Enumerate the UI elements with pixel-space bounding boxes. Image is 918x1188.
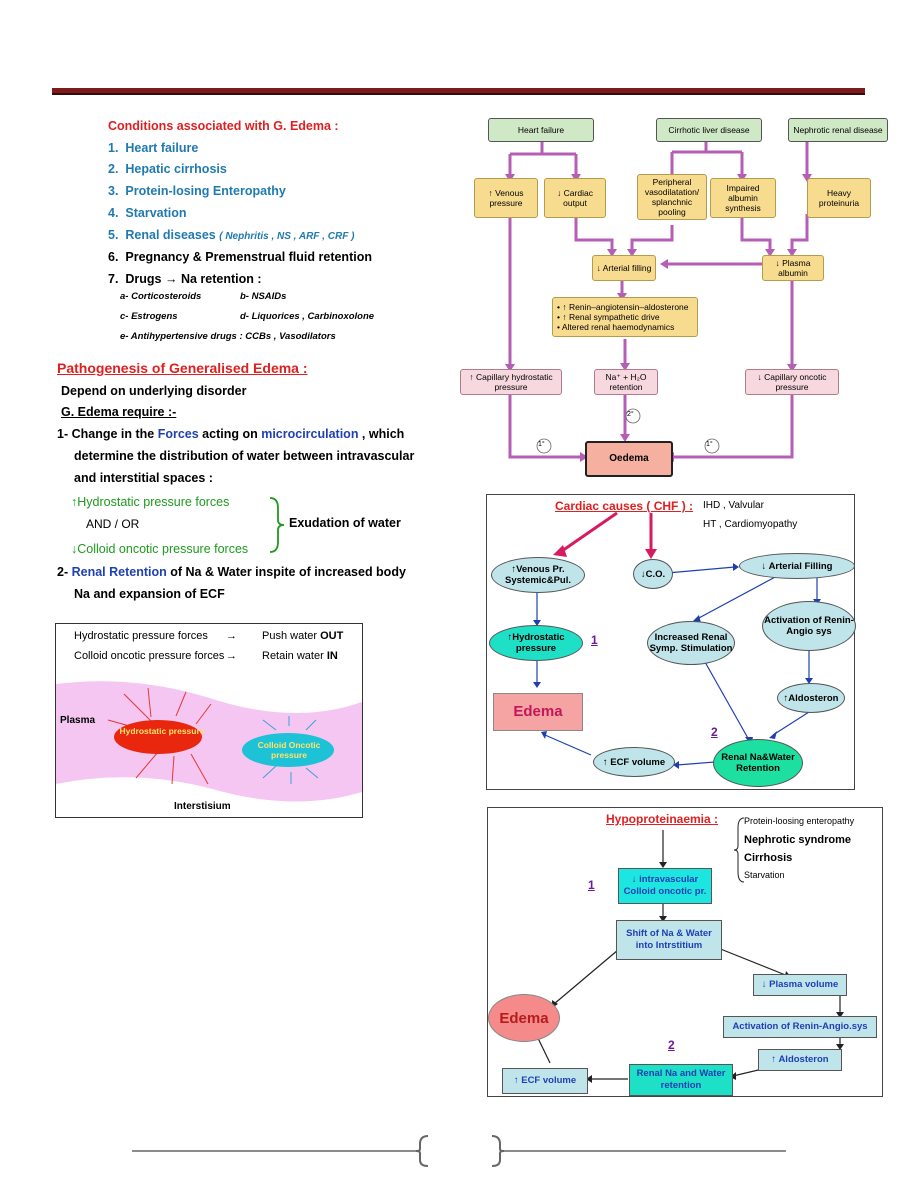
point-1-cont: and interstitial spaces : xyxy=(74,471,213,485)
plasma-volume-box: ↓ Plasma volume xyxy=(753,974,847,996)
heart-failure-box: Heart failure xyxy=(488,118,594,142)
colloid-ellipse: Colloid Oncotic pressure xyxy=(257,740,321,760)
hypo-cause: Starvation xyxy=(744,870,785,880)
point-2-cont: Na and expansion of ECF xyxy=(74,587,225,601)
pathogenesis-line1: Depend on underlying disorder xyxy=(61,384,247,398)
proteinuria-box: Heavy proteinuria xyxy=(807,178,871,218)
ecf-box: ↑ ECF volume xyxy=(502,1068,588,1094)
oedema-flowchart: Heart failure Cirrhotic liver disease Ne… xyxy=(452,112,900,484)
venous-ellipse: ↑Venous Pr. Systemic&Pul. xyxy=(491,557,585,593)
increased-symp-ellipse: Increased Renal Symp. Stimulation xyxy=(647,621,735,665)
hydrostatic-forces: ↑Hydrostatic pressure forces xyxy=(71,495,230,509)
ecf-ellipse: ↑ ECF volume xyxy=(593,747,675,777)
condition-item: 4. Starvation xyxy=(108,205,187,220)
co-ellipse: ↓C.O. xyxy=(633,559,673,589)
conditions-title: Conditions associated with G. Edema : xyxy=(108,119,339,133)
edema-ellipse: Edema xyxy=(488,994,560,1042)
vessel-illustration xyxy=(56,681,362,802)
footer-page-bracket xyxy=(132,1135,786,1167)
step-2: 2 xyxy=(711,725,718,739)
capillary-oncotic-box: ↓ Capillary oncotic pressure xyxy=(745,369,839,395)
hypo-title: Hypoproteinaemia : xyxy=(606,812,719,826)
cardiac-causes-2: HT , Cardiomyopathy xyxy=(703,519,798,530)
header-rule xyxy=(52,88,865,95)
and-or: AND / OR xyxy=(86,517,140,531)
condition-item: 2. Hepatic cirrhosis xyxy=(108,162,227,177)
hypo-cause: Protein-loosing enteropathy xyxy=(744,816,855,826)
hydrostatic-ellipse: ↑Hydrostatic pressure xyxy=(489,625,583,661)
liver-disease-box: Cirrhotic liver disease xyxy=(656,118,762,142)
capillary-hydrostatic-box: ↑ Capillary hydrostatic pressure xyxy=(460,369,562,395)
cardiac-causes-1: IHD , Valvular xyxy=(703,500,764,511)
forces-box: Hydrostatic pressure forces→Push water O… xyxy=(55,623,363,818)
primary-label: 1° xyxy=(538,441,545,448)
hypo-cause: Cirrhosis xyxy=(744,852,793,864)
conditions-list: Conditions associated with G. Edema : 1.… xyxy=(108,116,448,291)
interstitium-label: Interstisium xyxy=(174,801,231,812)
condition-item: 5. Renal diseases ( Nephritis , NS , ARF… xyxy=(108,227,355,242)
edema-box: Edema xyxy=(493,693,583,731)
condition-item: 7. Drugs → Na retention : xyxy=(108,271,262,286)
arterial-ellipse: ↓ Arterial Filling xyxy=(739,553,855,579)
forces-row-2: Colloid oncotic pressure forces→Retain w… xyxy=(74,650,338,662)
condition-item: 1. Heart failure xyxy=(108,140,199,155)
aldosteron-ellipse: ↑Aldosteron xyxy=(777,683,845,713)
step-1: 1 xyxy=(591,633,598,647)
oedema-box: Oedema xyxy=(585,441,673,477)
activation-ellipse: Activation of Renin-Angio sys xyxy=(762,601,856,651)
venous-pressure-box: ↑ Venous pressure xyxy=(474,178,538,218)
na-retention-box: Na⁺ + H₂O retention xyxy=(594,369,658,395)
renal-retention-box: Renal Na and Water retention xyxy=(629,1064,733,1096)
colloid-forces: ↓Colloid oncotic pressure forces xyxy=(71,542,249,556)
condition-item: 6. Pregnancy & Premenstrual fluid retent… xyxy=(108,250,372,265)
plasma-albumin-box: ↓ Plasma albumin xyxy=(762,255,824,281)
forces-row-1: Hydrostatic pressure forces→Push water O… xyxy=(74,630,344,642)
cardiac-causes-box: Cardiac causes ( CHF ) : IHD , Valvular … xyxy=(486,494,856,790)
cardiac-title: Cardiac causes ( CHF ) : xyxy=(555,499,694,513)
activation-box: Activation of Renin-Angio.sys xyxy=(723,1016,877,1038)
plasma-label: Plasma xyxy=(60,715,96,726)
cardiac-output-box: ↓ Cardiac output xyxy=(544,178,606,218)
shift-box: Shift of Na & Water into Intrstitium xyxy=(616,920,722,960)
secondary-label: 2° xyxy=(627,411,634,418)
brace-icon xyxy=(269,497,285,553)
pathogenesis-line2: G. Edema require :- xyxy=(61,405,177,419)
point-1: 1- Change in the Forces acting on microc… xyxy=(57,427,405,441)
albumin-synthesis-box: Impaired albumin synthesis xyxy=(710,178,776,218)
aldosteron-box: ↑ Aldosteron xyxy=(758,1049,842,1071)
renal-retention-ellipse: Renal Na&Water Retention xyxy=(713,739,803,787)
pathogenesis-title: Pathogenesis of Generalised Edema : xyxy=(57,360,308,376)
point-1-cont: determine the distribution of water betw… xyxy=(74,449,415,463)
nephrotic-box: Nephrotic renal disease xyxy=(788,118,888,142)
point-2: 2- Renal Retention of Na & Water inspite… xyxy=(57,565,406,579)
step-1: 1 xyxy=(588,878,595,892)
renin-box: • ↑ Renin–angiotensin–aldosterone• ↑ Ren… xyxy=(552,297,698,337)
arterial-filling-box: ↓ Arterial filling xyxy=(592,255,656,281)
condition-item: 3. Protein-losing Enteropathy xyxy=(108,184,286,199)
exudation-label: Exudation of water xyxy=(289,516,401,530)
hypoproteinaemia-box: Hypoproteinaemia : Protein-loosing enter… xyxy=(487,807,883,1097)
step-2: 2 xyxy=(668,1038,675,1052)
peripheral-box: Peripheral vasodilatation/ splanchnic po… xyxy=(637,174,707,220)
intravascular-box: ↓ intravascular Colloid oncotic pr. xyxy=(618,868,712,904)
hypo-cause: Nephrotic syndrome xyxy=(744,834,851,846)
primary-label: 1° xyxy=(706,441,713,448)
hydrostatic-ellipse: Hydrostatic pressure xyxy=(119,726,205,736)
